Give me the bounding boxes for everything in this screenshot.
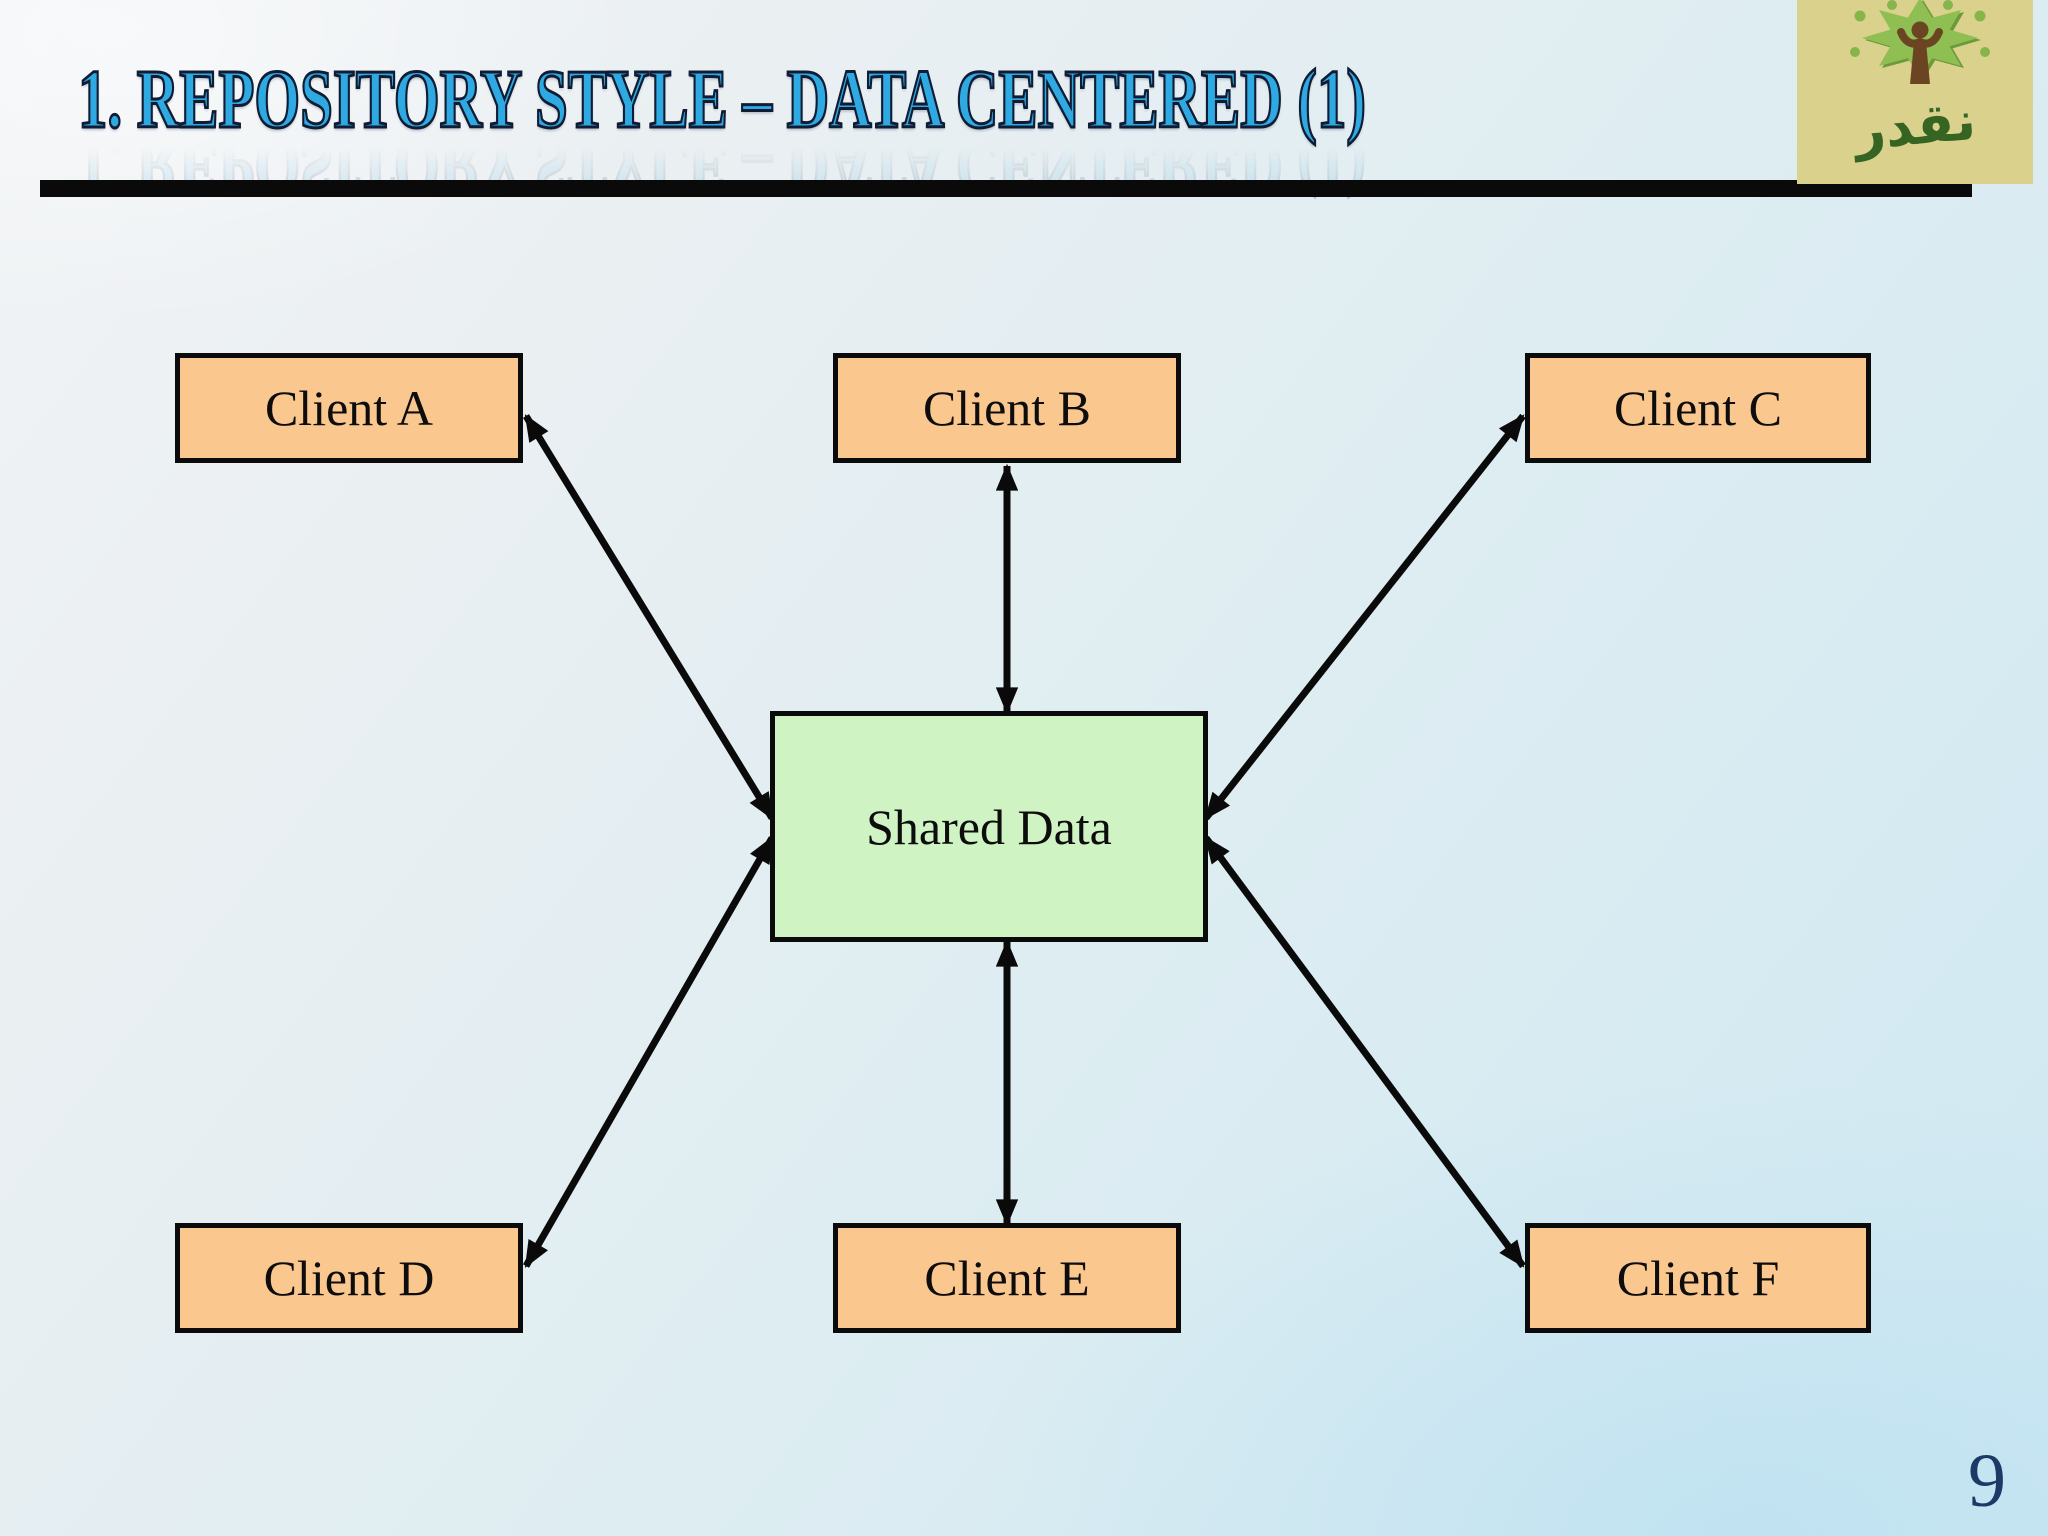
person-dot-icon: [1850, 47, 1860, 57]
node-client-e: Client E: [833, 1223, 1181, 1333]
connector-client-a-shared-data: [523, 414, 775, 820]
title-divider: [40, 180, 1972, 197]
node-label: Client B: [922, 380, 1092, 436]
page-number: 9: [1968, 1439, 2006, 1523]
organization-logo: نقدر: [1797, 0, 2033, 184]
person-dot-icon: [1887, 0, 1897, 10]
person-dot-icon: [1854, 10, 1866, 22]
node-shared-data: Shared Data: [770, 711, 1208, 942]
node-label: Client E: [924, 1250, 1090, 1306]
person-dot-icon: [1974, 10, 1986, 22]
node-label: Shared Data: [866, 798, 1112, 855]
node-label: Client A: [264, 380, 434, 436]
page-title: 1. REPOSITORY STYLE – DATA CENTERED (1): [77, 53, 1367, 146]
tree-of-people-icon: [1850, 0, 1990, 84]
person-dot-icon: [1980, 47, 1990, 57]
node-client-f: Client F: [1525, 1223, 1871, 1333]
node-label: Client D: [263, 1250, 435, 1306]
node-client-d: Client D: [175, 1223, 523, 1333]
person-dot-icon: [1943, 0, 1953, 10]
node-label: Client F: [1616, 1250, 1780, 1306]
connector-client-d-shared-data: [522, 836, 776, 1268]
node-client-c: Client C: [1525, 353, 1871, 463]
connector-client-f-shared-data: [1203, 835, 1526, 1269]
node-client-b: Client B: [833, 353, 1181, 463]
node-label: Client C: [1613, 380, 1783, 436]
connector-client-c-shared-data: [1203, 413, 1526, 821]
node-client-a: Client A: [175, 353, 523, 463]
